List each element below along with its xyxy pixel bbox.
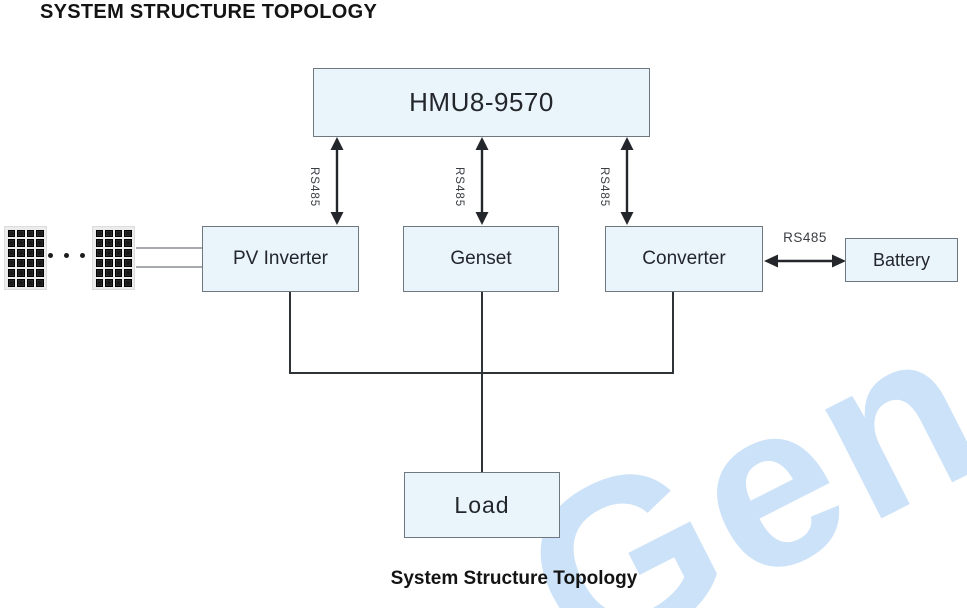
power-bus-lines	[289, 292, 674, 472]
solar-cell	[36, 229, 44, 238]
rs485-arrow-hmu-genset	[475, 137, 489, 225]
solar-cell	[26, 249, 34, 257]
rs485-arrow-converter-battery	[764, 254, 846, 268]
node-battery: Battery	[845, 238, 958, 282]
node-load: Load	[404, 472, 560, 538]
solar-cell	[114, 249, 122, 257]
node-converter-label: Converter	[642, 248, 726, 269]
solar-cell	[114, 278, 122, 287]
solar-cell	[26, 259, 34, 267]
solar-cell	[7, 229, 15, 238]
solar-cell	[17, 268, 25, 277]
solar-cell	[124, 239, 132, 248]
solar-cell	[26, 268, 34, 277]
solar-cell	[95, 229, 103, 238]
solar-cell	[17, 259, 25, 267]
solar-cell	[17, 278, 25, 287]
solar-cell	[124, 268, 132, 277]
solar-cell	[124, 259, 132, 267]
solar-cell	[7, 278, 15, 287]
solar-cell	[36, 278, 44, 287]
ellipsis-dot-icon	[48, 253, 53, 258]
ellipsis-dot-icon	[64, 253, 69, 258]
solar-panel-icon	[92, 226, 135, 290]
solar-cell	[95, 268, 103, 277]
solar-cell	[105, 249, 113, 257]
solar-cell	[105, 278, 113, 287]
node-converter: Converter	[605, 226, 763, 292]
rs485-label-hmu-genset: RS485	[453, 166, 465, 208]
node-pv-inverter-label: PV Inverter	[232, 248, 329, 269]
solar-cell	[7, 259, 15, 267]
solar-cell	[105, 239, 113, 248]
solar-cell	[7, 268, 15, 277]
solar-cell	[95, 259, 103, 267]
solar-cell	[36, 239, 44, 248]
solar-cell	[95, 239, 103, 248]
node-genset: Genset	[403, 226, 559, 292]
node-genset-label: Genset	[450, 248, 512, 269]
node-pv-inverter: PV Inverter	[202, 226, 359, 292]
solar-cell	[105, 268, 113, 277]
solar-cell	[7, 249, 15, 257]
figure-caption: System Structure Topology	[390, 568, 638, 589]
solar-cell	[95, 278, 103, 287]
solar-cell	[17, 239, 25, 248]
solar-cell	[114, 259, 122, 267]
solar-array-wires	[136, 247, 202, 268]
page-title: SYSTEM STRUCTURE TOPOLOGY	[40, 1, 378, 23]
rs485-label-converter-battery: RS485	[783, 230, 827, 245]
solar-cell	[114, 229, 122, 238]
solar-cell	[124, 278, 132, 287]
solar-cell	[124, 229, 132, 238]
rs485-label-hmu-pv: RS485	[308, 166, 320, 208]
solar-cell	[17, 249, 25, 257]
node-hmu-label: HMU8-9570	[409, 87, 554, 117]
solar-cell	[36, 249, 44, 257]
solar-cell	[26, 239, 34, 248]
solar-cell	[17, 229, 25, 238]
solar-cell	[105, 259, 113, 267]
node-hmu-controller: HMU8-9570	[313, 68, 650, 137]
solar-cell	[26, 229, 34, 238]
solar-panel-icon	[4, 226, 47, 290]
solar-cell	[26, 278, 34, 287]
rs485-arrow-hmu-converter	[620, 137, 634, 225]
rs485-label-hmu-converter: RS485	[598, 166, 610, 208]
node-battery-label: Battery	[872, 249, 931, 270]
solar-cell	[124, 249, 132, 257]
solar-cell	[7, 239, 15, 248]
rs485-arrow-hmu-pv	[330, 137, 344, 225]
solar-cell	[105, 229, 113, 238]
solar-cell	[36, 259, 44, 267]
solar-cell	[114, 239, 122, 248]
solar-cell	[36, 268, 44, 277]
solar-cell	[114, 268, 122, 277]
node-load-label: Load	[454, 491, 510, 518]
ellipsis-dot-icon	[80, 253, 85, 258]
solar-cell	[95, 249, 103, 257]
